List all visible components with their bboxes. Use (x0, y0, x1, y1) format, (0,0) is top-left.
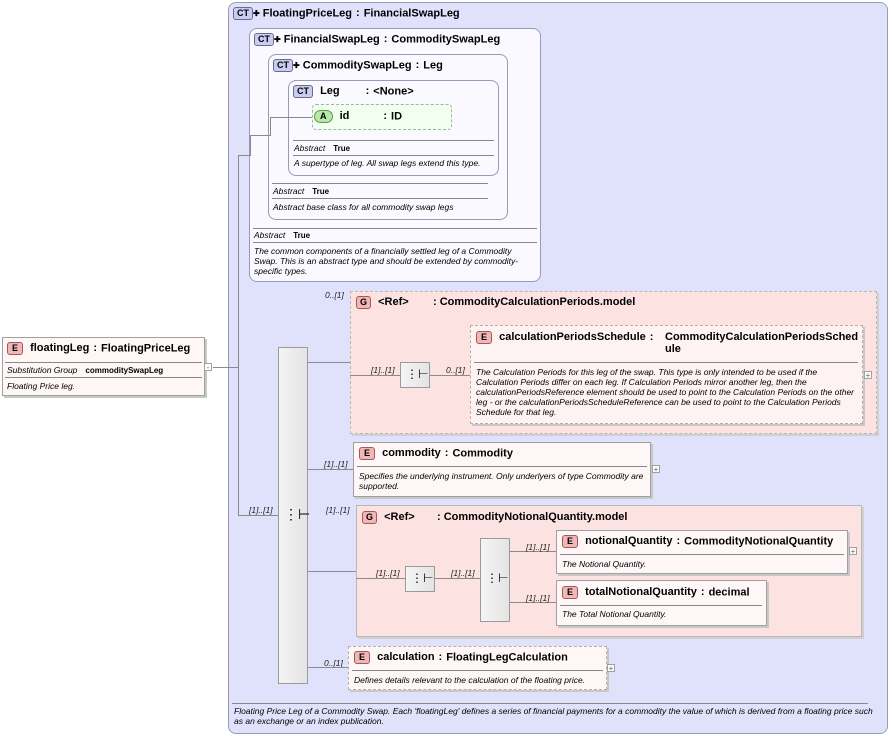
commodity-doc: Specifies the underlying instrument. Onl… (359, 471, 644, 491)
calc-sequence-cardinality: [1]..[1] (371, 365, 395, 375)
attribute-id-title: A id:ID (314, 110, 402, 123)
expand-toggle[interactable]: + (864, 371, 872, 380)
root-element-title: E floatingLeg:FloatingPriceLeg (7, 342, 190, 355)
expand-toggle[interactable]: + (849, 547, 857, 556)
group-notional-type: : CommodityNotionalQuantity.model (437, 511, 628, 523)
root-element-floating-leg[interactable] (2, 337, 205, 396)
ct-commodity-type: Leg (423, 59, 443, 72)
element-calculation-periods-schedule[interactable] (470, 325, 863, 424)
group-icon: G (362, 511, 378, 524)
expand-toggle[interactable]: + (607, 664, 615, 673)
sequence-icon: ⋮⊢ (411, 571, 434, 585)
complex-type-icon: CT (254, 33, 274, 46)
calculation-title: E calculation:FloatingLegCalculation (354, 651, 568, 664)
main-sequence-bar[interactable] (278, 347, 308, 684)
total-notional-type: decimal (708, 586, 750, 599)
element-total-notional-quantity[interactable] (556, 580, 767, 626)
calculation-cardinality: 0..[1] (324, 658, 343, 668)
complex-type-icon: CT (293, 85, 313, 98)
total-notional-doc: The Total Notional Quantity. (562, 609, 667, 619)
calc-sched-type: CommodityCalculationPeriodsSchedule (665, 331, 859, 355)
root-element-type: FloatingPriceLeg (101, 342, 191, 355)
calc-sched-doc: The Calculation Periods for this leg of … (476, 367, 855, 417)
ct-commodity-name: CommoditySwapLeg (302, 59, 412, 72)
attribute-icon: A (314, 110, 333, 123)
group-calc-ref: <Ref> (378, 296, 409, 309)
element-icon: E (354, 651, 371, 664)
commodity-cardinality: [1]..[1] (324, 459, 348, 469)
ct-floating-doc: Floating Price Leg of a Commodity Swap. … (234, 706, 873, 726)
ct-financial-title: CT✚ FinancialSwapLeg:CommoditySwapLeg (254, 33, 500, 46)
group-notional-ref: <Ref> (384, 511, 415, 524)
ct-financial-doc: The common components of a financially s… (254, 246, 519, 276)
calculation-type: FloatingLegCalculation (446, 651, 568, 664)
main-sequence-cardinality: [1]..[1] (249, 505, 273, 515)
element-notional-quantity[interactable] (556, 530, 848, 574)
attribute-id[interactable] (312, 104, 452, 130)
notional-quantity-name: notionalQuantity (585, 535, 673, 548)
choice-icon: ⋮⊢ (486, 571, 509, 585)
commodity-name: commodity (382, 447, 441, 460)
group-notional-title: G <Ref> (362, 511, 415, 524)
group-calc-title: G <Ref> (356, 296, 409, 309)
root-element-doc: Floating Price leg. (7, 381, 76, 391)
group-icon: G (356, 296, 372, 309)
collapse-toggle[interactable]: - (204, 363, 212, 372)
calc-sched-title: E calculationPeriodsSchedule: (476, 331, 657, 344)
calc-sched-cardinality: 0..[1] (446, 365, 465, 375)
element-calculation[interactable] (348, 646, 607, 690)
total-notional-cardinality: [1]..[1] (526, 593, 550, 603)
notional-quantity-type: CommodityNotionalQuantity (684, 535, 834, 548)
ct-financial-name: FinancialSwapLeg (283, 33, 380, 46)
ct-leg-doc: A supertype of leg. All swap legs extend… (294, 158, 481, 168)
attribute-id-name: id (339, 110, 350, 123)
ct-commodity-title: CT✚ CommoditySwapLeg:Leg (273, 59, 443, 72)
ct-floating-title: CT✚ FloatingPriceLeg:FinancialSwapLeg (233, 7, 460, 20)
ct-leg-type: <None> (373, 85, 414, 98)
element-icon: E (562, 586, 579, 599)
notional-sequence-box[interactable] (405, 566, 435, 592)
element-icon: E (476, 331, 493, 344)
complex-type-icon: CT (273, 59, 293, 72)
ct-financial-type: CommoditySwapLeg (391, 33, 501, 46)
complex-type-icon: CT (233, 7, 253, 20)
element-icon: E (359, 447, 376, 460)
notional-quantity-cardinality: [1]..[1] (526, 542, 550, 552)
element-commodity[interactable] (353, 442, 651, 497)
notional-choice-bar[interactable] (480, 538, 510, 622)
calc-sched-name: calculationPeriodsSchedule (499, 331, 646, 344)
element-icon: E (7, 342, 24, 355)
group-notional-cardinality: [1]..[1] (326, 505, 350, 515)
root-element-name: floatingLeg (30, 342, 90, 355)
group-calc-type: : CommodityCalculationPeriods.model (433, 296, 636, 308)
calculation-name: calculation (377, 651, 435, 664)
ct-leg-name: Leg (320, 85, 340, 98)
element-icon: E (562, 535, 579, 548)
commodity-type: Commodity (452, 447, 513, 460)
calculation-doc: Defines details relevant to the calculat… (354, 675, 586, 685)
notional-sequence-cardinality: [1]..[1] (376, 568, 400, 578)
ct-leg-title: CT Leg:<None> (293, 85, 414, 98)
sequence-icon: ⋮⊢ (284, 506, 311, 522)
attribute-id-type: ID (391, 110, 403, 123)
ct-floating-type: FinancialSwapLeg (363, 7, 460, 20)
group-calc-cardinality: 0..[1] (325, 290, 344, 300)
sequence-icon: ⋮⊢ (406, 367, 429, 381)
calc-sequence-box[interactable] (400, 362, 430, 388)
ct-commodity-doc: Abstract base class for all commodity sw… (273, 202, 454, 212)
notional-choice-cardinality: [1]..[1] (451, 568, 475, 578)
total-notional-title: E totalNotionalQuantity:decimal (562, 586, 750, 599)
notional-quantity-title: E notionalQuantity:CommodityNotionalQuan… (562, 535, 833, 548)
expand-toggle[interactable]: + (652, 465, 660, 474)
notional-quantity-doc: The Notional Quantity. (562, 559, 646, 569)
commodity-title: E commodity:Commodity (359, 447, 513, 460)
total-notional-name: totalNotionalQuantity (585, 586, 697, 599)
ct-floating-name: FloatingPriceLeg (262, 7, 353, 20)
